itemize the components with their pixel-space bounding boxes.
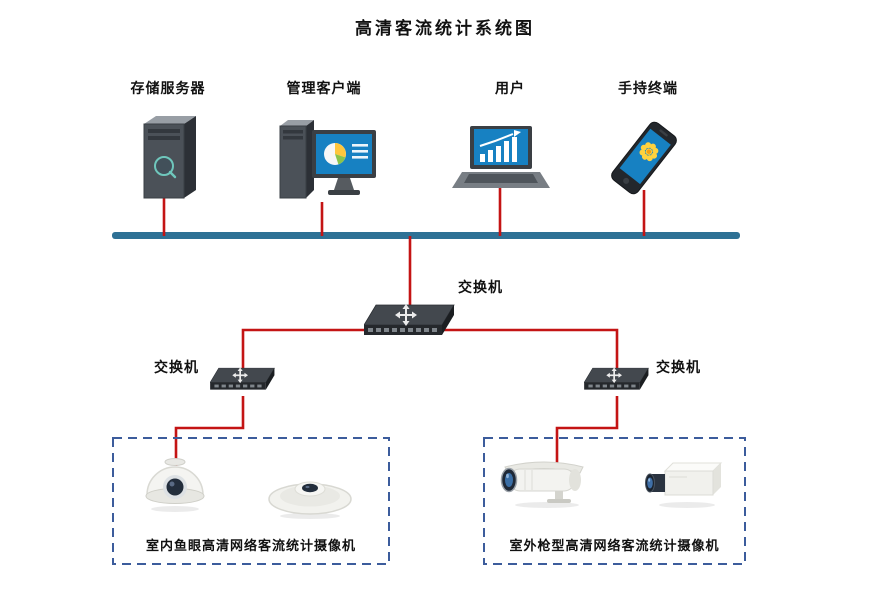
camera-lens [166, 478, 184, 496]
management-client-icon [279, 120, 376, 199]
indoor-camera-box-label: 室内鱼眼高清网络客流统计摄像机 [145, 538, 356, 553]
core-switch-label: 交换机 [458, 279, 503, 295]
left-switch-label: 交换机 [154, 359, 199, 375]
dome-camera-icon [145, 458, 205, 512]
right-switch-icon [584, 367, 649, 390]
box-camera-icon [645, 462, 723, 508]
bar-chart-icon [480, 154, 485, 162]
trend-arrow-icon [514, 130, 521, 137]
camera-bracket [555, 491, 563, 499]
handheld-terminal-icon [611, 121, 677, 195]
indoor-box-border [112, 437, 390, 565]
outdoor-box-border [483, 437, 746, 565]
fisheye-camera-icon [268, 481, 352, 519]
storage-server-icon [143, 116, 196, 199]
server-emblem-icon [154, 156, 174, 176]
flower-app-icon [639, 142, 659, 162]
storage-server-label: 存储服务器 [130, 80, 206, 96]
network-bus [112, 232, 740, 239]
outdoor-camera-box: 室外枪型高清网络客流统计摄像机 [483, 437, 746, 565]
core-switch-icon [364, 304, 455, 335]
indoor-camera-box: 室内鱼眼高清网络客流统计摄像机 [112, 437, 390, 565]
handheld-terminal-label: 手持终端 [618, 80, 678, 96]
four-way-arrows-icon [395, 304, 417, 326]
camera-lens [302, 483, 318, 493]
four-way-arrows-icon [606, 367, 622, 384]
outdoor-camera-box-label: 室外枪型高清网络客流统计摄像机 [509, 538, 720, 553]
left-switch-icon [210, 367, 275, 390]
user-label: 用户 [495, 80, 525, 96]
management-client-label: 管理客户端 [286, 80, 362, 96]
monitor-stand [334, 178, 354, 190]
right-switch-label: 交换机 [656, 359, 701, 375]
user-laptop-icon [452, 126, 550, 188]
bullet-camera-icon [500, 461, 584, 508]
four-way-arrows-icon [232, 367, 248, 384]
switch-ports [368, 328, 437, 332]
page-title: 高清客流统计系统图 [355, 19, 535, 38]
home-button [623, 177, 630, 184]
